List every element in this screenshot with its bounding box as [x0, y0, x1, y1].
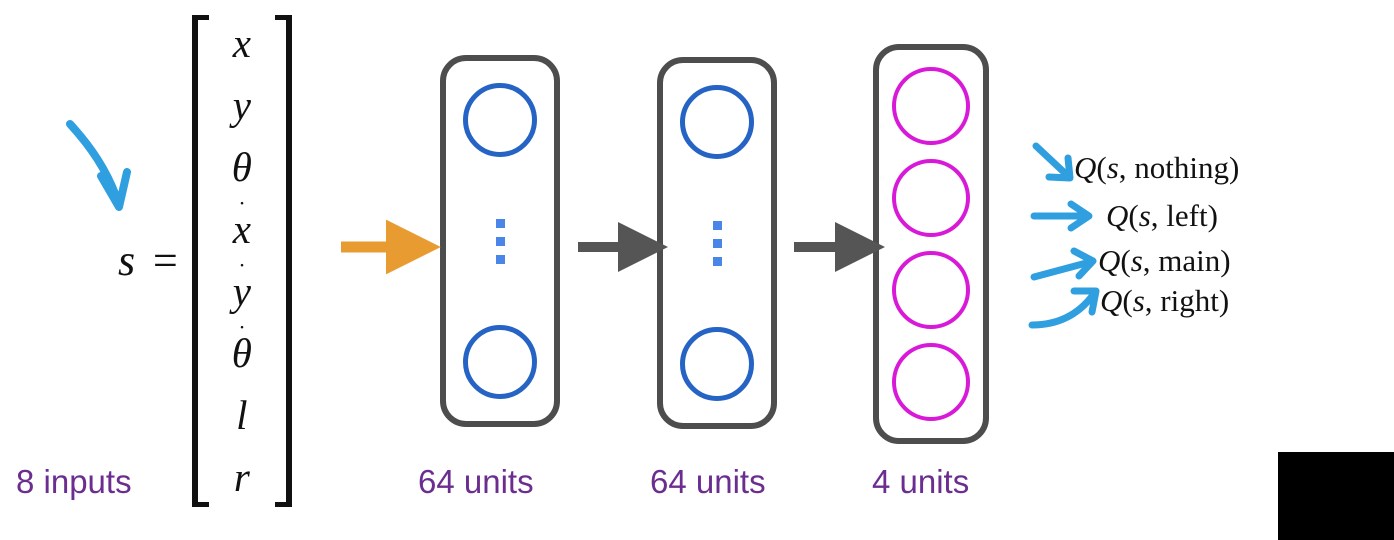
output-unit-node: [892, 251, 970, 329]
vector-entry: ˙x: [215, 199, 269, 256]
overdot-icon: ˙: [237, 260, 246, 287]
vector-entry: θ: [215, 141, 269, 194]
q-action-name: nothing: [1134, 150, 1230, 185]
q-value-label-nothing: Q(s, nothing): [1074, 150, 1239, 186]
q-value-label-right: Q(s, right): [1100, 283, 1229, 319]
black-overlay-block: [1278, 452, 1394, 540]
q-symbol: Q: [1098, 243, 1121, 278]
q-symbol: Q: [1106, 198, 1129, 233]
output-annotation-arrow-3-icon: [1030, 247, 1097, 281]
output-annotation-arrow-4-icon: [1028, 287, 1100, 329]
ellipsis-icon: [712, 220, 722, 266]
caption-output: 4 units: [872, 463, 970, 500]
hidden-unit-node: [463, 325, 537, 399]
vector-entry-symbol: l: [236, 392, 248, 439]
state-vector-entries: x y θ ˙x ˙y ˙θ l r: [209, 15, 275, 507]
hidden-unit-node: [680, 327, 754, 401]
vector-entry-symbol: θ: [231, 143, 252, 190]
caption-hidden-1: 64 units: [418, 463, 534, 500]
caption-hidden-2: 64 units: [650, 463, 766, 500]
q-comma: ,: [1142, 243, 1159, 278]
vector-entry-symbol: y: [232, 268, 251, 315]
overdot-icon: ˙: [237, 197, 246, 224]
layer-box-output: [873, 44, 989, 444]
q-state-symbol: s: [1138, 198, 1151, 233]
output-unit-node: [892, 159, 970, 237]
vector-entry-symbol: x: [232, 19, 251, 66]
q-close-paren: ): [1207, 198, 1218, 233]
output-unit-node: [892, 67, 970, 145]
q-state-symbol: s: [1132, 283, 1145, 318]
layer-box-hidden-2: [657, 57, 777, 429]
hidden-unit-node: [680, 85, 754, 159]
output-annotation-arrow-2-icon: [1030, 200, 1093, 232]
overdot-icon: ˙: [237, 322, 246, 349]
bracket-left-icon: [191, 14, 209, 507]
q-value-label-left: Q(s, left): [1106, 198, 1218, 234]
ellipsis-icon: [495, 218, 505, 264]
q-comma: ,: [1150, 198, 1167, 233]
q-comma: ,: [1118, 150, 1135, 185]
bracket-right-icon: [274, 14, 292, 507]
hidden-unit-node: [463, 83, 537, 157]
q-open-paren: (: [1120, 243, 1131, 278]
q-action-name: right: [1160, 283, 1219, 318]
q-state-symbol: s: [1130, 243, 1143, 278]
q-open-paren: (: [1096, 150, 1107, 185]
q-comma: ,: [1144, 283, 1161, 318]
layer-box-hidden-1: [440, 55, 560, 427]
vector-entry: l: [215, 389, 269, 442]
vector-entry-symbol: y: [232, 81, 251, 128]
state-vector-lhs: s =: [118, 236, 182, 285]
q-state-symbol: s: [1106, 150, 1119, 185]
q-action-name: left: [1166, 198, 1208, 233]
q-value-label-main: Q(s, main): [1098, 243, 1231, 279]
q-open-paren: (: [1122, 283, 1133, 318]
vector-entry-symbol: x: [232, 205, 251, 252]
q-close-paren: ): [1229, 150, 1240, 185]
vector-entry-symbol: θ: [231, 330, 252, 377]
vector-entry: ˙θ: [215, 323, 269, 380]
vector-entry: ˙y: [215, 261, 269, 318]
q-close-paren: ): [1220, 243, 1231, 278]
vector-entry: x: [215, 17, 269, 70]
q-symbol: Q: [1100, 283, 1123, 318]
output-annotation-arrow-1-icon: [1032, 142, 1074, 182]
vector-entry: r: [215, 451, 269, 504]
q-open-paren: (: [1128, 198, 1139, 233]
vector-entry: y: [215, 79, 269, 132]
state-vector-matrix: x y θ ˙x ˙y ˙θ l r: [191, 14, 292, 507]
vector-entry-symbol: r: [233, 454, 250, 501]
caption-inputs: 8 inputs: [16, 463, 132, 500]
q-symbol: Q: [1074, 150, 1097, 185]
q-close-paren: ): [1218, 283, 1230, 318]
state-vector-equation: s = x y θ ˙x ˙y ˙θ l r: [118, 8, 348, 513]
output-unit-node: [892, 343, 970, 421]
q-action-name: main: [1158, 243, 1221, 278]
